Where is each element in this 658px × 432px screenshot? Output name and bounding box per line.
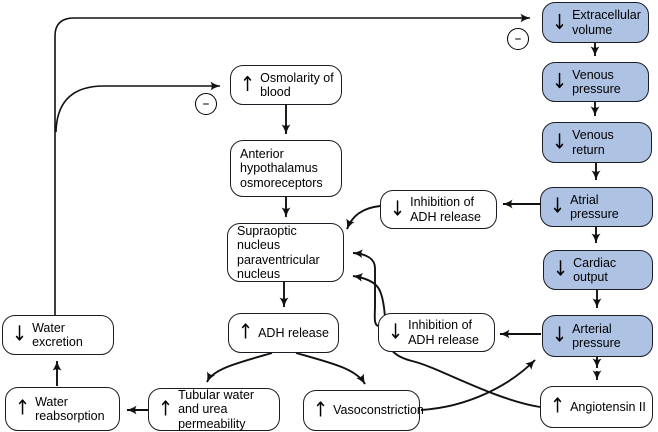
node-inhibition-adh-2: ↓ Inhibition of ADH release bbox=[378, 313, 495, 352]
up-arrow-icon: ↑ bbox=[240, 72, 256, 97]
down-arrow-icon: ↓ bbox=[552, 69, 568, 94]
up-arrow-icon: ↑ bbox=[238, 320, 254, 345]
node-label: Extracellular volume bbox=[572, 8, 641, 37]
minus-icon: – bbox=[514, 31, 522, 47]
node-label: Angiotensin II bbox=[570, 399, 646, 414]
node-venous-pressure: ↓ Venous pressure bbox=[542, 62, 649, 102]
minus-sign-osmolarity-loop: – bbox=[195, 93, 217, 115]
node-cardiac-output: ↓ Cardiac output bbox=[543, 250, 653, 290]
node-label: Arterial pressure bbox=[572, 321, 621, 350]
down-arrow-icon: ↓ bbox=[550, 194, 566, 219]
arrow-vasoconstriction-to-arterial-pressure bbox=[420, 359, 536, 411]
node-atrial-pressure: ↓ Atrial pressure bbox=[540, 187, 653, 227]
node-label: Inhibition of ADH release bbox=[408, 318, 479, 347]
node-label: Water reabsorption bbox=[35, 394, 105, 423]
node-label: Atrial pressure bbox=[570, 192, 619, 221]
node-venous-return: ↓ Venous return bbox=[542, 122, 652, 163]
down-arrow-icon: ↓ bbox=[552, 9, 568, 34]
node-label: Cardiac output bbox=[573, 255, 617, 284]
arrow-feedback-to-osmolarity bbox=[55, 81, 221, 133]
node-supraoptic-nucleus: Supraoptic nucleus paraventricular nucle… bbox=[227, 223, 344, 282]
arrow-adh-release-to-vasoconstriction bbox=[295, 352, 366, 385]
minus-icon: – bbox=[202, 96, 210, 112]
down-arrow-icon: ↓ bbox=[552, 129, 568, 154]
node-adh-release: ↑ ADH release bbox=[228, 313, 339, 353]
node-extracellular-volume: ↓ Extracellular volume bbox=[542, 2, 649, 43]
node-water-reabsorption: ↑ Water reabsorption bbox=[5, 387, 120, 431]
node-label: Vasoconstriction bbox=[333, 403, 424, 418]
node-vasoconstriction: ↑ Vasoconstriction bbox=[303, 390, 424, 431]
node-label: Tubular water and urea permeability bbox=[178, 388, 255, 431]
down-arrow-icon: ↓ bbox=[390, 196, 406, 221]
up-arrow-icon: ↑ bbox=[15, 396, 31, 421]
node-angiotensin-ii: ↑ Angiotensin II bbox=[540, 386, 653, 428]
up-arrow-icon: ↑ bbox=[313, 397, 329, 422]
down-arrow-icon: ↓ bbox=[12, 322, 28, 347]
node-label: Supraoptic nucleus paraventricular nucle… bbox=[237, 224, 320, 281]
arrow-adh-release-to-tubular bbox=[206, 352, 273, 383]
down-arrow-icon: ↓ bbox=[388, 319, 404, 344]
arrow-inhibition1-to-supraoptic bbox=[346, 205, 381, 230]
node-label: Venous pressure bbox=[572, 67, 621, 96]
node-label: Venous return bbox=[572, 128, 614, 157]
minus-sign-extracellular-loop: – bbox=[507, 28, 529, 50]
node-osmolarity-of-blood: ↑ Osmolarity of blood bbox=[230, 65, 342, 105]
down-arrow-icon: ↓ bbox=[553, 257, 569, 282]
node-anterior-hypothalamus: Anterior hypothalamus osmoreceptors bbox=[230, 140, 342, 197]
node-arterial-pressure: ↓ Arterial pressure bbox=[542, 315, 653, 357]
node-label: Inhibition of ADH release bbox=[410, 195, 481, 224]
node-label: Osmolarity of blood bbox=[260, 70, 334, 99]
node-water-excretion: ↓ Water excretion bbox=[2, 315, 114, 355]
arrow-water-excretion-to-extracellular-volume bbox=[54, 13, 531, 315]
down-arrow-icon: ↓ bbox=[552, 323, 568, 348]
node-label: Anterior hypothalamus osmoreceptors bbox=[240, 147, 323, 190]
node-tubular-permeability: ↑ Tubular water and urea permeability bbox=[148, 388, 280, 431]
node-inhibition-adh-1: ↓ Inhibition of ADH release bbox=[380, 190, 497, 229]
node-label: Water excretion bbox=[32, 320, 83, 349]
up-arrow-icon: ↑ bbox=[158, 396, 174, 421]
up-arrow-icon: ↑ bbox=[550, 394, 566, 419]
node-label: ADH release bbox=[258, 325, 329, 340]
arrow-inhibition2-to-supraoptic bbox=[352, 249, 381, 327]
